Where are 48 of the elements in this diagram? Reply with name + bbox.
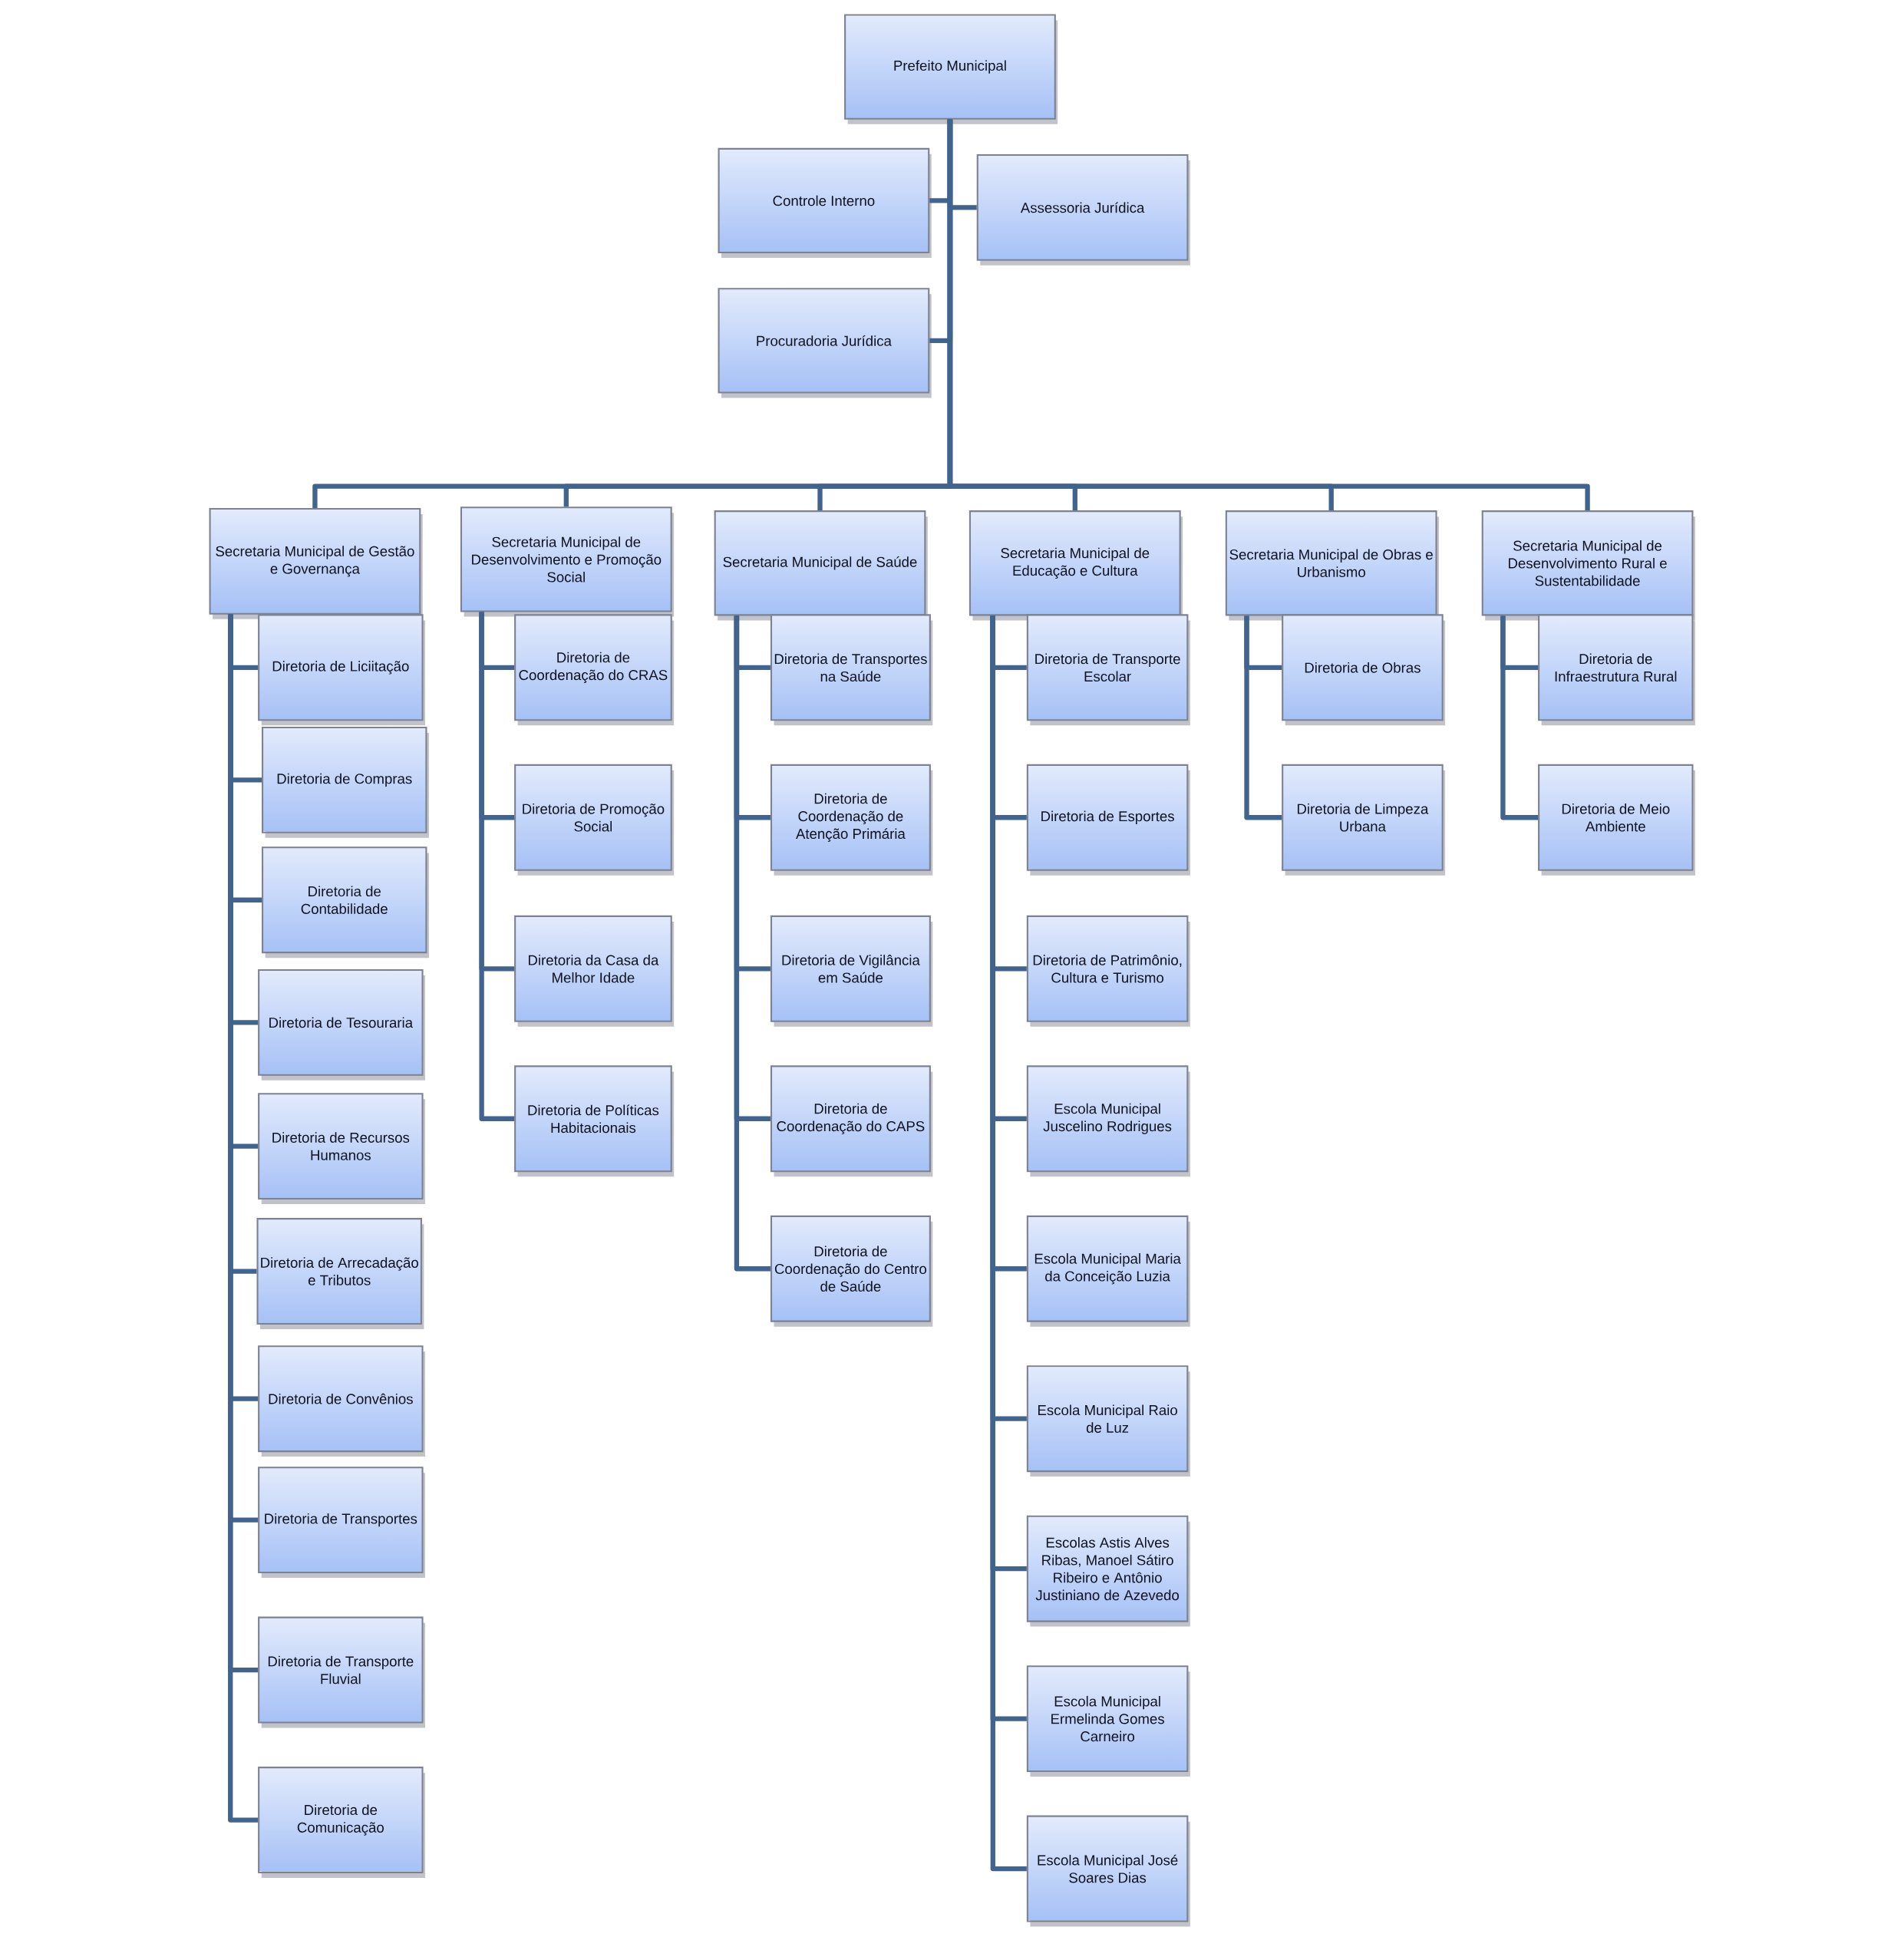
org-box: Diretoria de Arrecadação e Tributos: [256, 1218, 424, 1329]
org-box: Secretaria Municipal de Desenvolvimento Rural e Sustentabilidade: [1481, 510, 1696, 621]
org-box: Prefeito Municipal: [844, 14, 1058, 124]
org-box: Diretoria de Infraestrutura Rural: [1538, 614, 1696, 726]
org-box: Diretoria de Transportes na Saúde: [771, 614, 933, 726]
connector-line: [479, 612, 515, 1121]
org-box: Diretoria de Convênios: [258, 1345, 426, 1457]
org-box: Diretoria de Contabilidade: [262, 846, 430, 959]
org-box: Diretoria de Coordenação de Atenção Primária: [771, 764, 933, 876]
org-box: Diretoria de Recursos Humanos: [258, 1093, 426, 1204]
org-box: Escola Municipal José Soares Dias: [1027, 1815, 1190, 1927]
org-box: Escola Municipal Maria da Conceição Luzia: [1027, 1215, 1190, 1327]
connector-line: [312, 119, 1590, 511]
org-box: Diretoria de Compras: [262, 726, 430, 838]
org-box: Escola Municipal Ermelinda Gomes Carneiro: [1027, 1665, 1190, 1777]
org-box: Escola Municipal Raio de Luz: [1027, 1365, 1190, 1477]
org-box: Diretoria de Tesouraria: [258, 968, 426, 1081]
org-box: Diretoria de Esportes: [1027, 764, 1190, 876]
org-box: Diretoria de Meio Ambiente: [1538, 764, 1696, 876]
org-box: Diretoria de Obras: [1282, 614, 1446, 726]
org-box: Diretoria de Transporte Fluvial: [258, 1616, 426, 1728]
org-box: Diretoria de Patrimônio, Cultura e Turismo: [1027, 915, 1190, 1027]
connector-line: [1244, 615, 1282, 820]
org-box: Diretoria de Limpeza Urbana: [1282, 764, 1446, 876]
org-box: Secretaria Municipal de Saúde: [714, 510, 928, 621]
org-box: Diretoria da Casa da Melhor Idade: [514, 915, 675, 1027]
org-box: Diretoria de Transporte Escolar: [1027, 614, 1190, 726]
org-box: Secretaria Municipal de Desenvolvimento e Promoção Social: [460, 506, 675, 617]
org-box: Diretoria de Comunicação: [258, 1767, 426, 1878]
org-box: Controle Interno: [718, 147, 932, 259]
connector-line: [734, 615, 771, 1272]
org-box: Escola Municipal Juscelino Rodrigues: [1027, 1065, 1190, 1177]
connector-line: [1500, 615, 1539, 820]
org-box: Secretaria Municipal de Educação e Cultura: [969, 510, 1183, 621]
org-box: Escolas Astis Alves Ribas, Manoel Sátiro Ribeiro e Antônio Justiniano de Azevedo: [1027, 1515, 1190, 1627]
org-box: Diretoria de Transportes: [258, 1467, 426, 1579]
org-box: Procuradoria Jurídica: [718, 288, 932, 398]
org-box: Diretoria de Coordenação do CRAS: [514, 614, 675, 726]
org-box: Assessoria Jurídica: [976, 153, 1190, 266]
org-box: Secretaria Municipal de Gestão e Governança: [209, 507, 423, 619]
org-box: Diretoria de Promoção Social: [514, 764, 675, 876]
org-box: Diretoria de Coordenação do Centro de Saúde: [771, 1215, 933, 1327]
org-box: Secretaria Municipal de Obras e Urbanismo: [1225, 510, 1440, 621]
org-box: Diretoria de Vigilância em Saúde: [771, 915, 933, 1027]
org-box: Diretoria de Políticas Habitacionais: [514, 1065, 675, 1177]
org-box: Diretoria de Liciitação: [258, 614, 426, 726]
connector-line: [228, 614, 262, 1823]
org-box: Diretoria de Coordenação do CAPS: [771, 1065, 933, 1177]
